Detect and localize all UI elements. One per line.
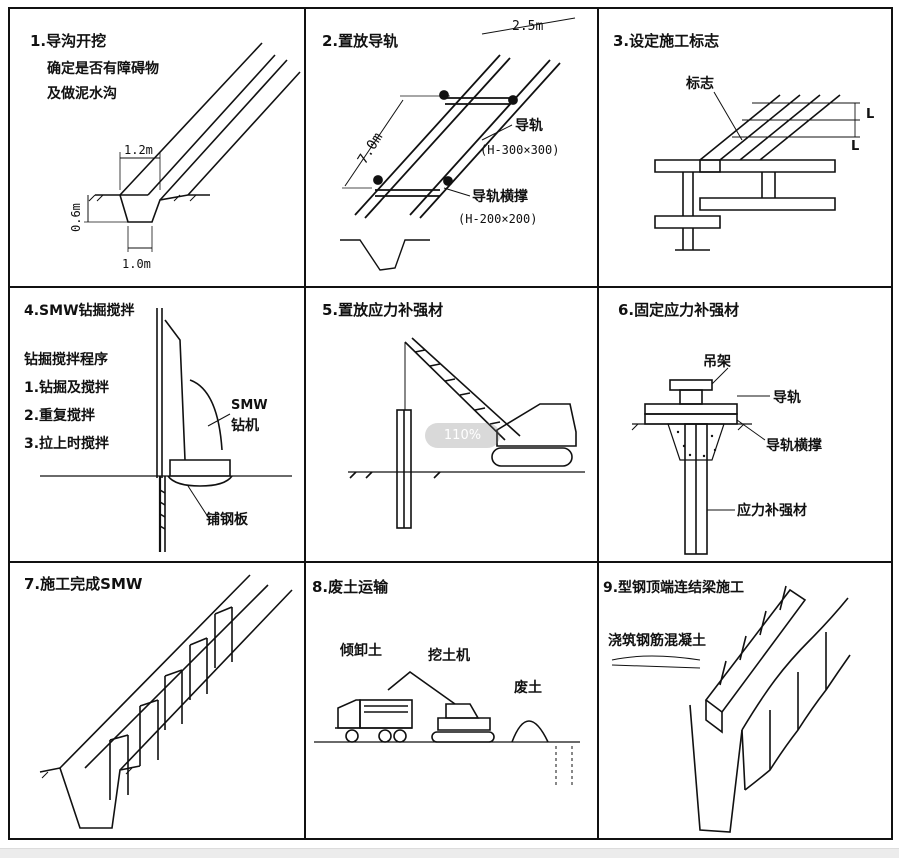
panel-2-span: 2.5m [512, 19, 543, 34]
panel-6-stiffener-label: 应力补强材 [737, 502, 807, 519]
panel-4-subtitle: 钻掘搅拌程序 [24, 351, 108, 368]
panel-8 [314, 670, 580, 788]
panel-5-title: 5.置放应力补强材 [322, 301, 443, 319]
panel-8-spoil-label: 废土 [514, 679, 542, 696]
panel-1-top-width: 1.2m [124, 143, 153, 157]
panel-4-step-1: 1.钻掘及搅拌 [24, 379, 109, 396]
panel-1-bottom-width: 1.0m [122, 257, 151, 271]
panel-4 [40, 308, 292, 552]
panel-4-step-3: 3.拉上时搅拌 [24, 435, 109, 452]
panel-8-dump-label: 倾卸土 [339, 642, 382, 659]
panel-1 [84, 42, 301, 252]
panel-2-title: 2.置放导轨 [322, 32, 398, 50]
panel-1-title: 1.导沟开挖 [30, 32, 106, 50]
panel-2-length: 7.0m [355, 130, 386, 167]
zoom-indicator: 110% [425, 423, 500, 448]
panel-2-rail-name: 导轨 [515, 117, 543, 134]
panel-2 [340, 17, 576, 271]
panel-6-hanger-label: 吊架 [703, 353, 731, 370]
panel-3-mark-label: 标志 [685, 75, 714, 92]
panel-6-title: 6.固定应力补强材 [618, 301, 739, 319]
panel-1-note-1: 确定是否有障碍物 [47, 60, 159, 77]
panel-2-rail-spec: (H-300×300) [480, 143, 559, 157]
panel-1-depth: 0.6m [69, 203, 83, 232]
panel-7 [39, 574, 293, 829]
panel-6-brace-label: 导轨横撑 [766, 437, 822, 454]
panel-3 [654, 91, 860, 251]
panel-8-title: 8.废土运输 [312, 578, 389, 596]
panel-2-brace-spec: (H-200×200) [458, 212, 537, 226]
panel-3-spacing-a: L [866, 107, 874, 122]
panel-8-excavator-label: 挖土机 [428, 647, 470, 664]
panel-3-spacing-b: L [851, 139, 859, 154]
panel-6-rail-label: 导轨 [773, 389, 801, 406]
viewer-bottom-strip [0, 848, 899, 858]
panel-2-brace-name: 导轨横撑 [472, 188, 528, 205]
panel-9 [611, 585, 851, 833]
panel-4-plate-label: 铺钢板 [206, 511, 249, 528]
panel-4-step-2: 2.重复搅拌 [24, 407, 95, 424]
panel-5 [348, 337, 585, 529]
panel-grid [8, 7, 893, 840]
panel-4-smw-label: SMW [231, 398, 268, 413]
panel-1-note-2: 及做泥水沟 [47, 85, 117, 102]
panel-4-rig-label: 钻机 [231, 417, 259, 434]
panel-4-title: 4.SMW钻掘搅拌 [24, 302, 135, 319]
panel-3-title: 3.设定施工标志 [613, 32, 719, 50]
panel-9-title: 9.型钢顶端连结梁施工 [603, 579, 744, 596]
panel-7-title: 7.施工完成SMW [24, 575, 143, 593]
panel-6-soil-dots [676, 430, 717, 458]
panel-6 [631, 367, 770, 555]
panel-9-concrete-label: 浇筑钢筋混凝土 [608, 632, 706, 649]
